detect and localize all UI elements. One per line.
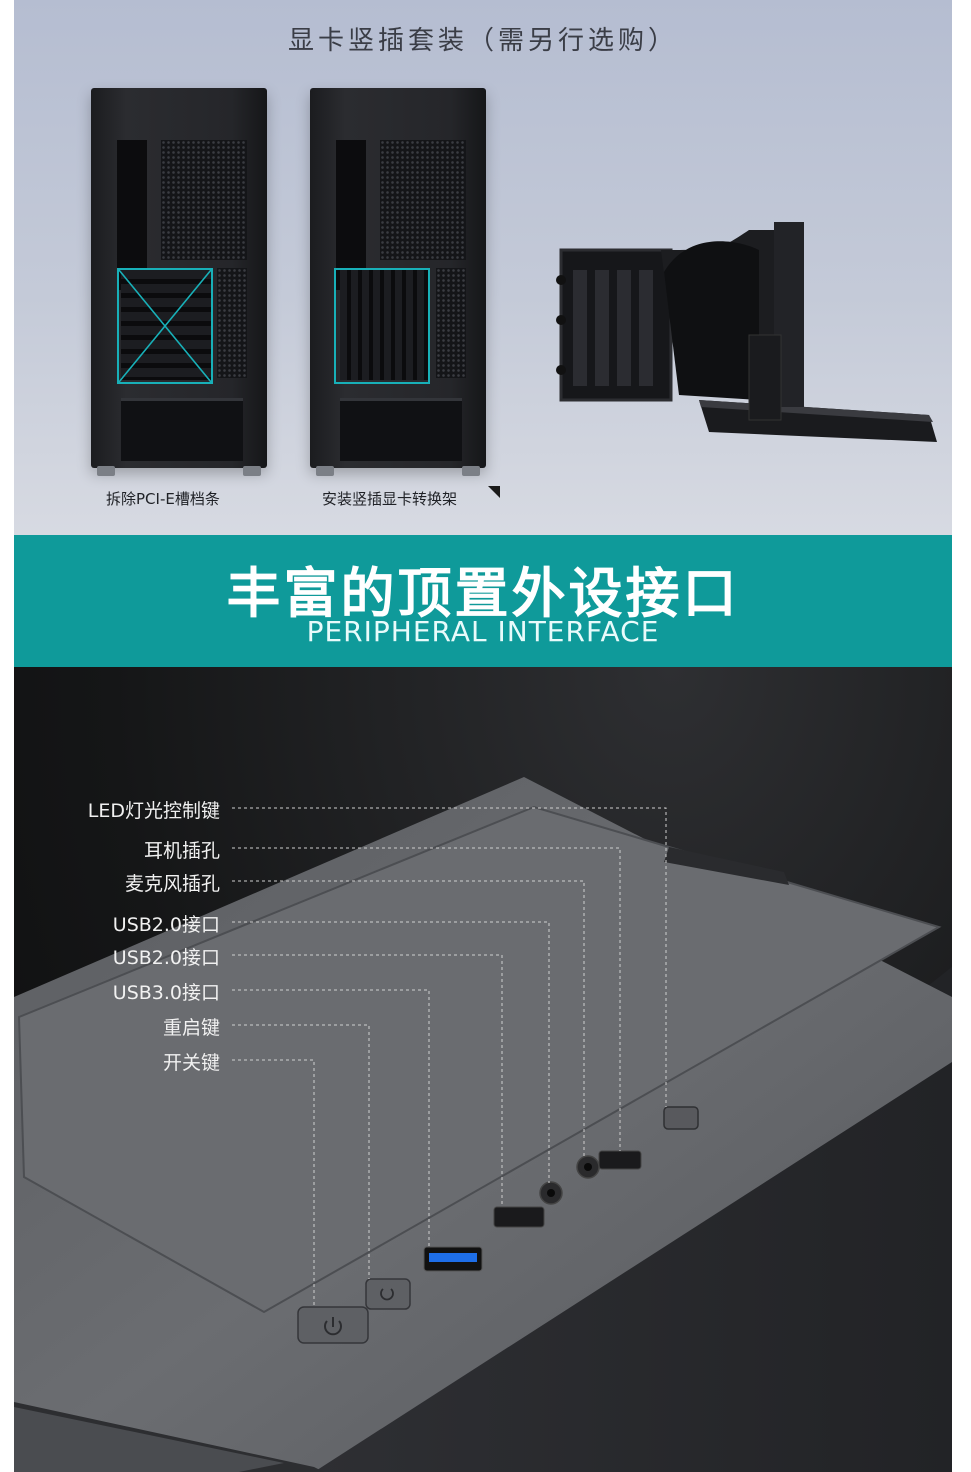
usb2-port-b[interactable] <box>493 1206 545 1228</box>
pci-slot-marker-remove <box>117 268 213 384</box>
top-io-panel-section: LED灯光控制键 耳机插孔 麦克风插孔 USB2.0接口 USB2.0接口 US… <box>14 667 952 1472</box>
case-rear-before <box>91 88 267 476</box>
led-control-button[interactable] <box>663 1106 699 1130</box>
case-top-render <box>14 777 952 1472</box>
label-microphone: 麦克风插孔 <box>124 873 220 895</box>
reset-button[interactable] <box>365 1278 411 1310</box>
label-led-control: LED灯光控制键 <box>87 800 220 822</box>
caption-remove: 拆除PCI-E槽档条 <box>106 490 220 508</box>
leader-lines <box>232 807 667 1307</box>
vertical-gpu-section: 显卡竖插套装（需另行选购） 拆除PCI-E槽档条 安装竖插显卡转换架 <box>14 0 952 535</box>
label-usb2-a: USB2.0接口 <box>112 914 220 936</box>
label-power: 开关键 <box>162 1052 220 1074</box>
case-rear-after <box>310 88 486 476</box>
banner-subtitle: PERIPHERAL INTERFACE <box>306 615 660 648</box>
corner-arrow-icon <box>488 486 500 498</box>
power-icon <box>324 1320 342 1336</box>
pci-slot-marker-install <box>334 268 430 384</box>
vertical-gpu-bracket <box>556 222 937 442</box>
label-usb2-b: USB2.0接口 <box>112 947 220 969</box>
section-title: 显卡竖插套装（需另行选购） <box>287 26 678 56</box>
banner-title: 丰富的顶置外设接口 <box>226 562 740 625</box>
label-reset: 重启键 <box>162 1017 220 1039</box>
label-headphone: 耳机插孔 <box>143 840 220 862</box>
caption-install: 安装竖插显卡转换架 <box>322 490 458 508</box>
usb2-port-a[interactable] <box>598 1150 642 1170</box>
peripheral-banner: 丰富的顶置外设接口 PERIPHERAL INTERFACE <box>14 535 952 667</box>
label-usb3: USB3.0接口 <box>112 982 220 1004</box>
